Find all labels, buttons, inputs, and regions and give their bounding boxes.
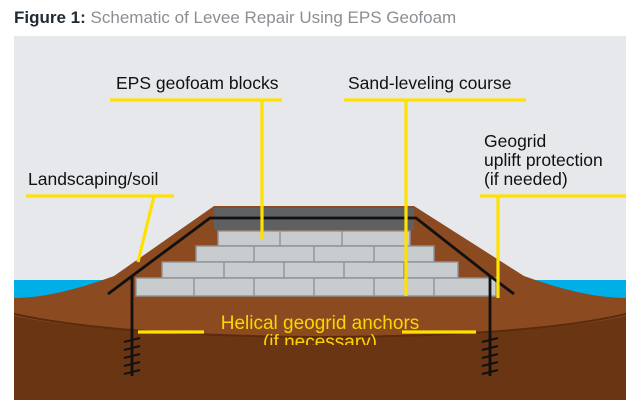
levee-schematic [14, 36, 626, 400]
geogrid-line [107, 216, 515, 296]
figure-caption: Schematic of Levee Repair Using EPS Geof… [90, 8, 457, 27]
eps-tier-1 [217, 230, 411, 247]
eps-block-joints [193, 231, 435, 296]
helical-anchor-icon-left [123, 337, 141, 375]
figure-title: Figure 1: Schematic of Levee Repair Usin… [14, 8, 456, 28]
eps-tier-3 [161, 261, 459, 279]
leader-landscaping-drop [136, 195, 156, 263]
label-landscaping-soil: Landscaping/soil [28, 169, 159, 189]
embankment-base-curve [14, 313, 626, 339]
label-helical-anchors: Helical geogrid anchors [220, 313, 420, 334]
label-helical-anchors-note: (if necessary) [262, 333, 378, 345]
eps-tier-4 [135, 277, 497, 297]
label-geogrid-line1: Geogrid [484, 131, 547, 151]
label-eps-geofoam-blocks: EPS geofoam blocks [116, 73, 279, 93]
label-geogrid-line3: (if needed) [484, 169, 568, 189]
label-sand-leveling-course: Sand-leveling course [348, 73, 512, 93]
label-geogrid-line2: uplift protection [484, 150, 603, 170]
figure-number: Figure 1: [14, 8, 86, 27]
diagram-panel: EPS geofoam blocks Sand-leveling course … [14, 36, 626, 400]
helical-anchor-icon-right [481, 337, 499, 375]
eps-tier-2 [195, 245, 435, 263]
leader-lines [26, 98, 626, 334]
